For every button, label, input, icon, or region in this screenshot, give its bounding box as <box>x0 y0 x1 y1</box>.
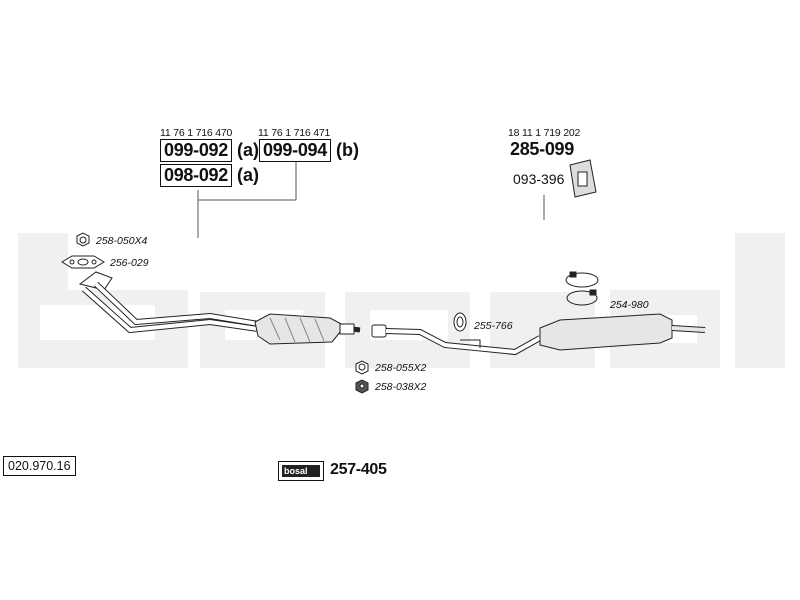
part-suffix-front-b: (b) <box>336 140 359 160</box>
label-nut-front: 258-050X4 <box>96 235 148 247</box>
reference-code: 020.970.16 <box>3 456 76 476</box>
label-gasket-front: 256-029 <box>110 257 149 269</box>
label-bolt-mid: 258-055X2 <box>375 362 427 374</box>
part-suffix-front-a2: (a) <box>237 165 259 185</box>
part-number-front-a2: 098-092 <box>160 164 232 187</box>
part-number-rear-mount: 093-396 <box>513 171 565 187</box>
oe-number-right: 18 11 1 719 202 <box>508 127 581 139</box>
label-clamp-rear: 254-980 <box>610 299 649 311</box>
part-number-rear-main: 285-099 <box>510 139 574 159</box>
kit-number: 257-405 <box>330 461 387 478</box>
label-ring-mid: 255-766 <box>474 320 513 332</box>
part-number-front-a: 099-092 <box>160 139 232 162</box>
bosal-watermark <box>18 233 785 368</box>
oe-number-left-b: 11 76 1 716 471 <box>258 127 331 139</box>
label-nut-mid: 258-038X2 <box>375 381 427 393</box>
rear-pipe-drawing <box>371 159 706 356</box>
bosal-logo-text: bosal <box>284 466 308 476</box>
bosal-logo-icon: bosal <box>278 461 324 481</box>
oe-number-left-a: 11 76 1 716 470 <box>160 127 233 139</box>
front-pipe-drawing <box>78 271 361 345</box>
part-number-front-b: 099-094 <box>259 139 331 162</box>
part-suffix-front-a: (a) <box>237 140 259 160</box>
